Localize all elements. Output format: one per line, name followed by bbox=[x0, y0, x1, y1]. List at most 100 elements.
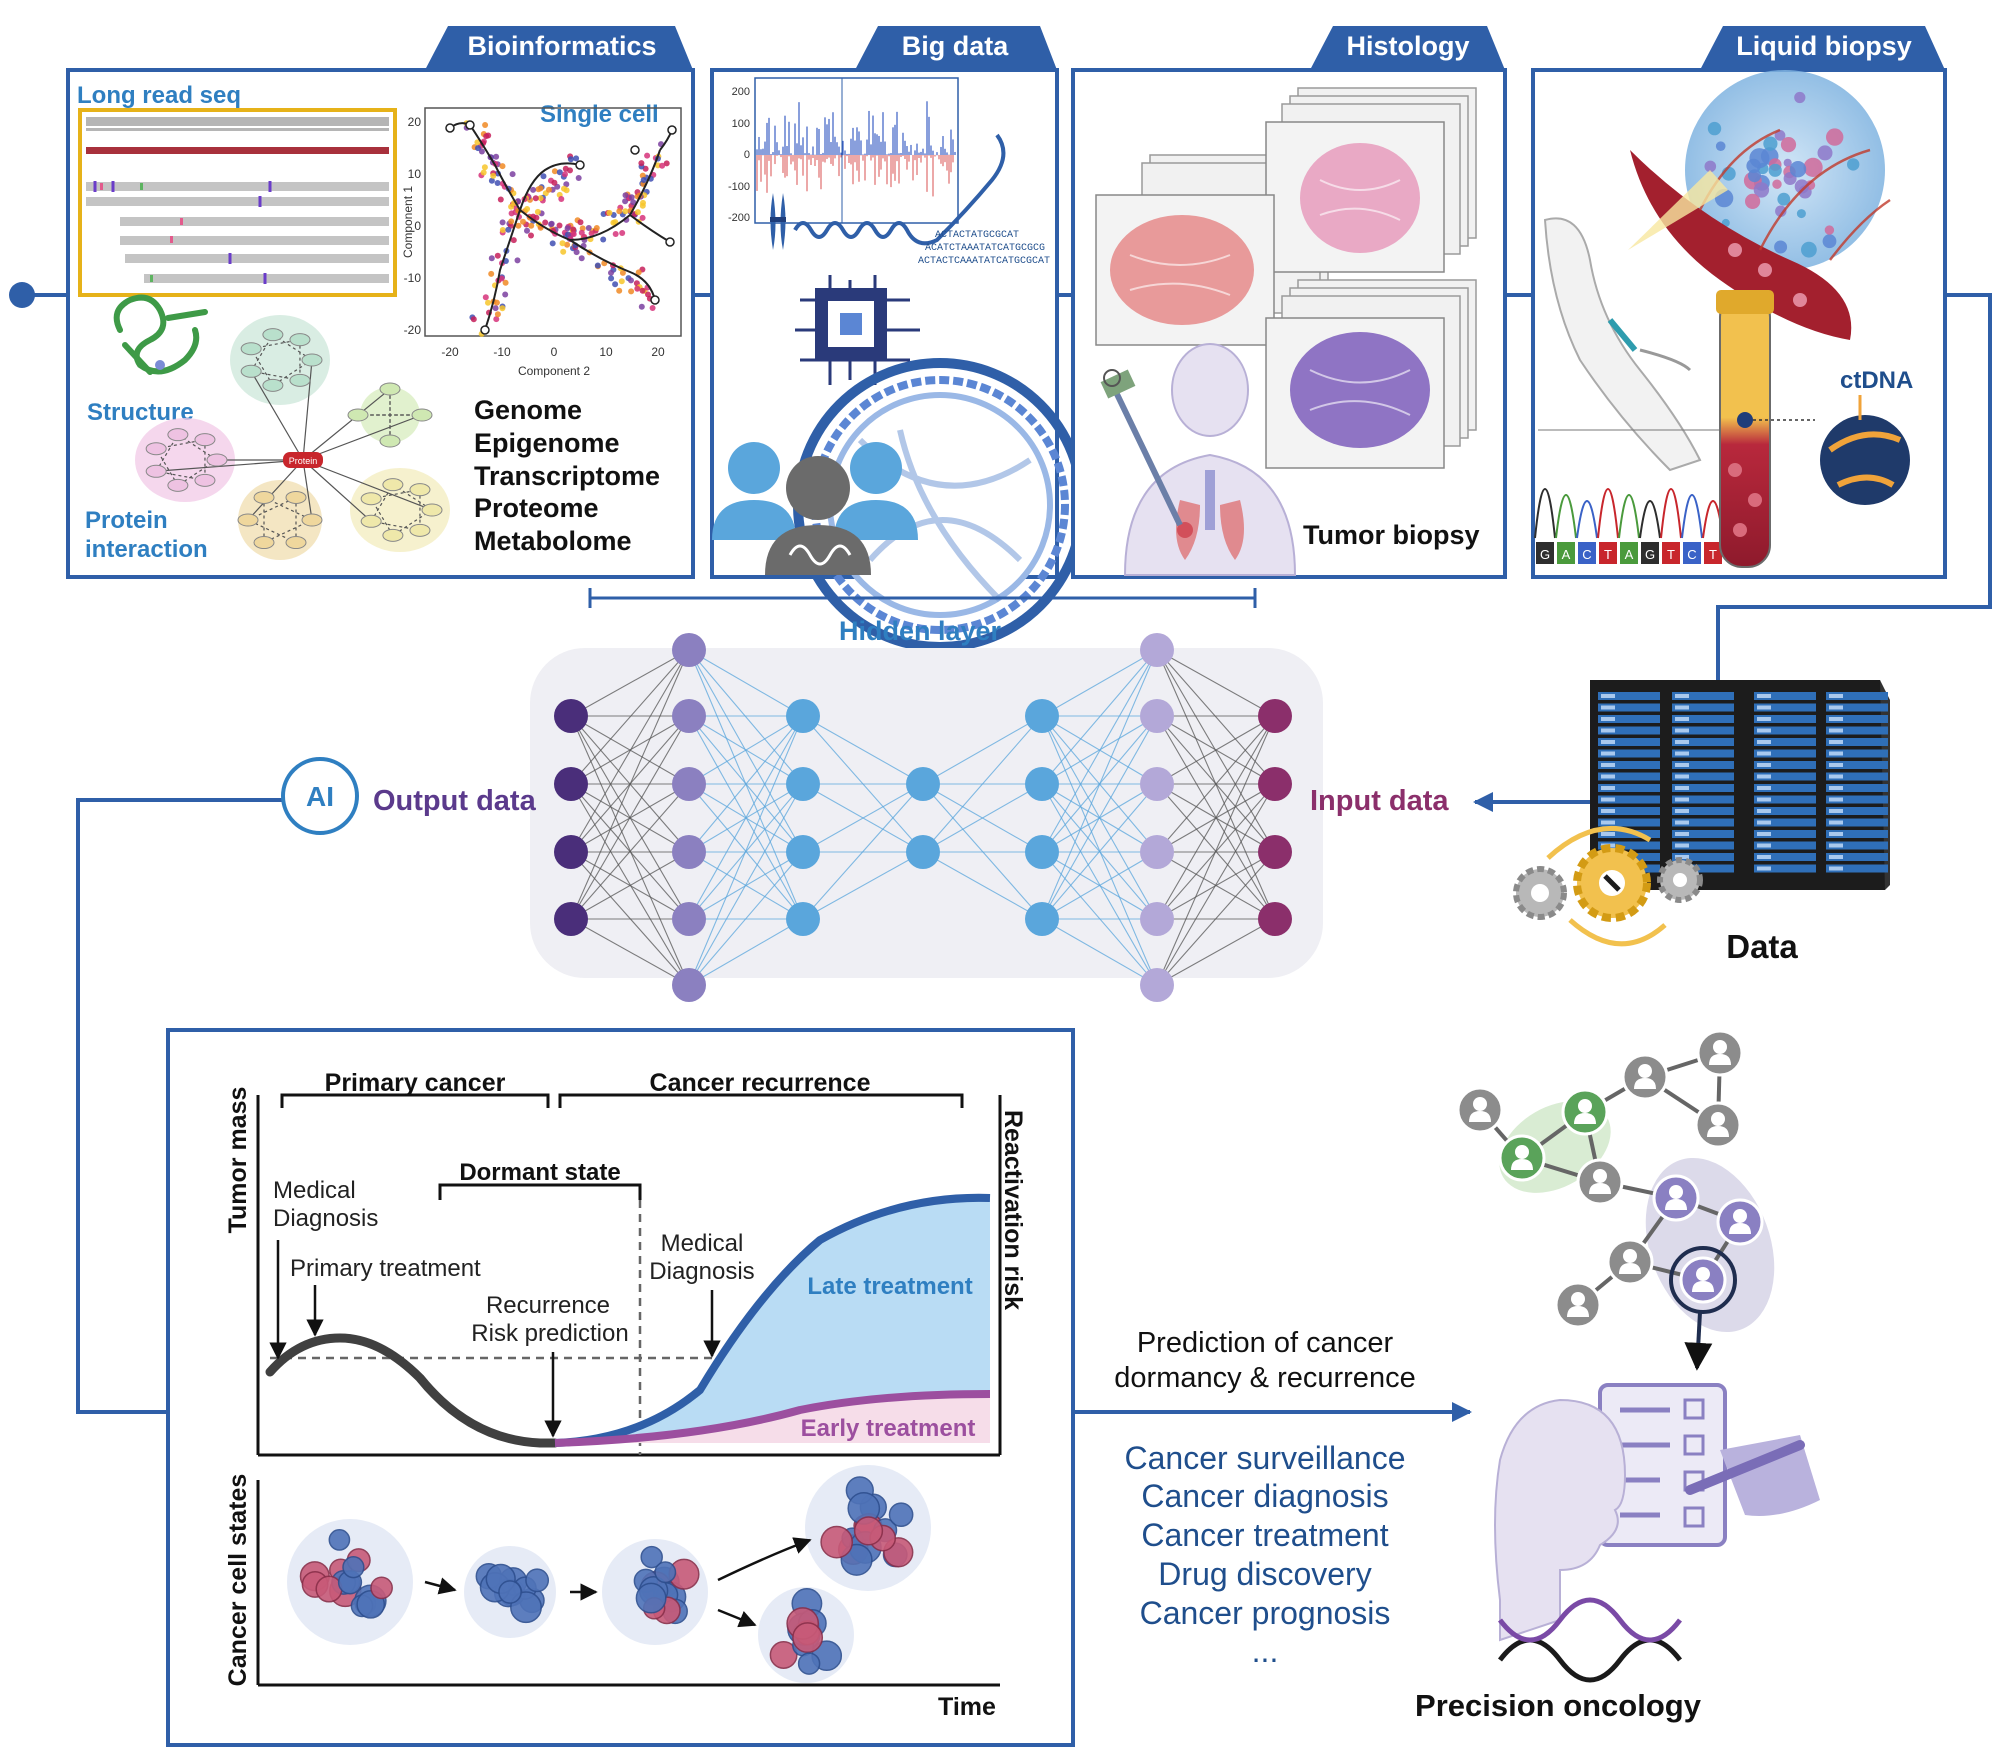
scatter-point bbox=[639, 287, 646, 294]
umap-y-tick: -20 bbox=[404, 323, 422, 337]
sequence-line: ACTACTATGCGCAT bbox=[935, 230, 1019, 241]
person-icon bbox=[1709, 1054, 1731, 1065]
scatter-point bbox=[505, 226, 512, 233]
server-slot bbox=[1598, 692, 1660, 700]
server-slot bbox=[1754, 715, 1816, 723]
sanger-base-box bbox=[1557, 542, 1575, 564]
server-led bbox=[1829, 809, 1843, 813]
server-led bbox=[1829, 820, 1843, 825]
sequence-line: ACATCTAAATATCATGCGCG bbox=[925, 243, 1045, 254]
protein-node bbox=[167, 428, 189, 442]
app-item: ... bbox=[1252, 1633, 1279, 1669]
scatter-point bbox=[482, 294, 489, 301]
server-slot bbox=[1754, 795, 1816, 804]
sanger-base-box bbox=[1578, 542, 1596, 564]
output-data-label: Output data bbox=[373, 785, 537, 817]
scatter-point bbox=[616, 208, 623, 215]
primary-treatment-label: Primary treatment bbox=[290, 1255, 481, 1282]
network-node bbox=[1258, 767, 1292, 801]
scatter-point bbox=[537, 185, 544, 192]
person-icon bbox=[1574, 1113, 1596, 1124]
server-slot bbox=[1826, 761, 1888, 769]
scatter-point bbox=[606, 209, 613, 216]
scatter-point bbox=[537, 195, 544, 202]
scatter-point bbox=[528, 222, 535, 229]
scatter-point bbox=[593, 225, 600, 231]
scatter-point bbox=[556, 169, 563, 176]
person-icon bbox=[1733, 1209, 1747, 1223]
server-led bbox=[1757, 866, 1771, 871]
server-slot bbox=[1598, 795, 1660, 804]
scatter-point bbox=[628, 288, 635, 295]
server-slot bbox=[1826, 853, 1888, 861]
tme-cell bbox=[1822, 234, 1837, 249]
server-led bbox=[1601, 786, 1615, 790]
server-led bbox=[1829, 832, 1843, 836]
scatter-point bbox=[608, 275, 615, 282]
single-cell-label: Single cell bbox=[540, 101, 659, 128]
server-slot bbox=[1672, 795, 1734, 804]
panel-big-data: Big data 200 100 0 -100 -200 ACTACTATGCG… bbox=[710, 26, 1087, 652]
network-edge bbox=[802, 783, 924, 853]
scatter-point bbox=[578, 255, 585, 262]
protein-node bbox=[382, 478, 404, 492]
protein-node bbox=[237, 513, 259, 527]
scatter-point bbox=[645, 291, 651, 298]
server-led bbox=[1829, 786, 1843, 790]
server-slot bbox=[1826, 692, 1888, 700]
precision-oncology-label: Precision oncology bbox=[1415, 1688, 1702, 1723]
tumor-biopsy-label: Tumor biopsy bbox=[1303, 520, 1480, 550]
sanger-peak bbox=[1681, 494, 1703, 539]
scatter-point bbox=[493, 299, 500, 306]
tme-cell bbox=[1774, 130, 1786, 141]
scatter-point bbox=[492, 305, 499, 312]
tme-cell bbox=[1777, 192, 1791, 206]
umap-y-tick: 20 bbox=[408, 115, 422, 129]
tissue-red bbox=[1110, 215, 1254, 325]
cancer-cell bbox=[342, 1556, 365, 1579]
umap-x-tick: 20 bbox=[651, 345, 665, 359]
scatter-point bbox=[556, 222, 563, 229]
network-node bbox=[672, 699, 706, 733]
scatter-point bbox=[628, 194, 635, 201]
scatter-point bbox=[548, 221, 555, 228]
protein-node bbox=[379, 434, 401, 448]
server-slot bbox=[1826, 749, 1888, 758]
interaction-edge bbox=[247, 459, 304, 521]
patient-figure bbox=[1123, 343, 1297, 576]
network-edge bbox=[570, 918, 690, 986]
tab-big-data: Big data bbox=[902, 31, 1009, 61]
server-led bbox=[1675, 705, 1689, 710]
scatter-point bbox=[549, 240, 556, 247]
network-edge bbox=[570, 851, 690, 920]
tme-cell bbox=[1763, 136, 1778, 151]
server-led bbox=[1757, 763, 1771, 767]
scatter-point bbox=[638, 160, 645, 167]
server-led bbox=[1675, 832, 1689, 836]
tme-cell bbox=[1796, 209, 1806, 219]
server-slot bbox=[1672, 715, 1734, 723]
sequence-line: ACTACTCAAATATCATGCGCAT bbox=[918, 256, 1050, 267]
person-icon bbox=[1696, 1267, 1710, 1281]
app-item: Cancer diagnosis bbox=[1141, 1478, 1388, 1514]
network-edge bbox=[570, 715, 690, 986]
scatter-point bbox=[499, 163, 506, 170]
scatter-point bbox=[562, 171, 568, 178]
server-slot bbox=[1826, 818, 1888, 827]
server-led bbox=[1757, 751, 1771, 756]
scatter-point bbox=[639, 214, 646, 221]
network-node bbox=[554, 699, 588, 733]
protein-interaction-network: Protein bbox=[135, 315, 450, 560]
server-slot bbox=[1754, 853, 1816, 861]
tme-cell bbox=[1768, 163, 1782, 177]
person-icon bbox=[1713, 1040, 1727, 1054]
sanger-base: T bbox=[1709, 547, 1717, 562]
tme-cell bbox=[1789, 161, 1807, 178]
server-slot bbox=[1672, 772, 1734, 781]
scatter-point bbox=[499, 219, 506, 226]
server-slot bbox=[1598, 703, 1660, 712]
omics-metabolome: Metabolome bbox=[474, 526, 632, 556]
cancer-cell bbox=[370, 1576, 393, 1600]
server-slot bbox=[1754, 703, 1816, 712]
network-edge bbox=[688, 918, 804, 986]
